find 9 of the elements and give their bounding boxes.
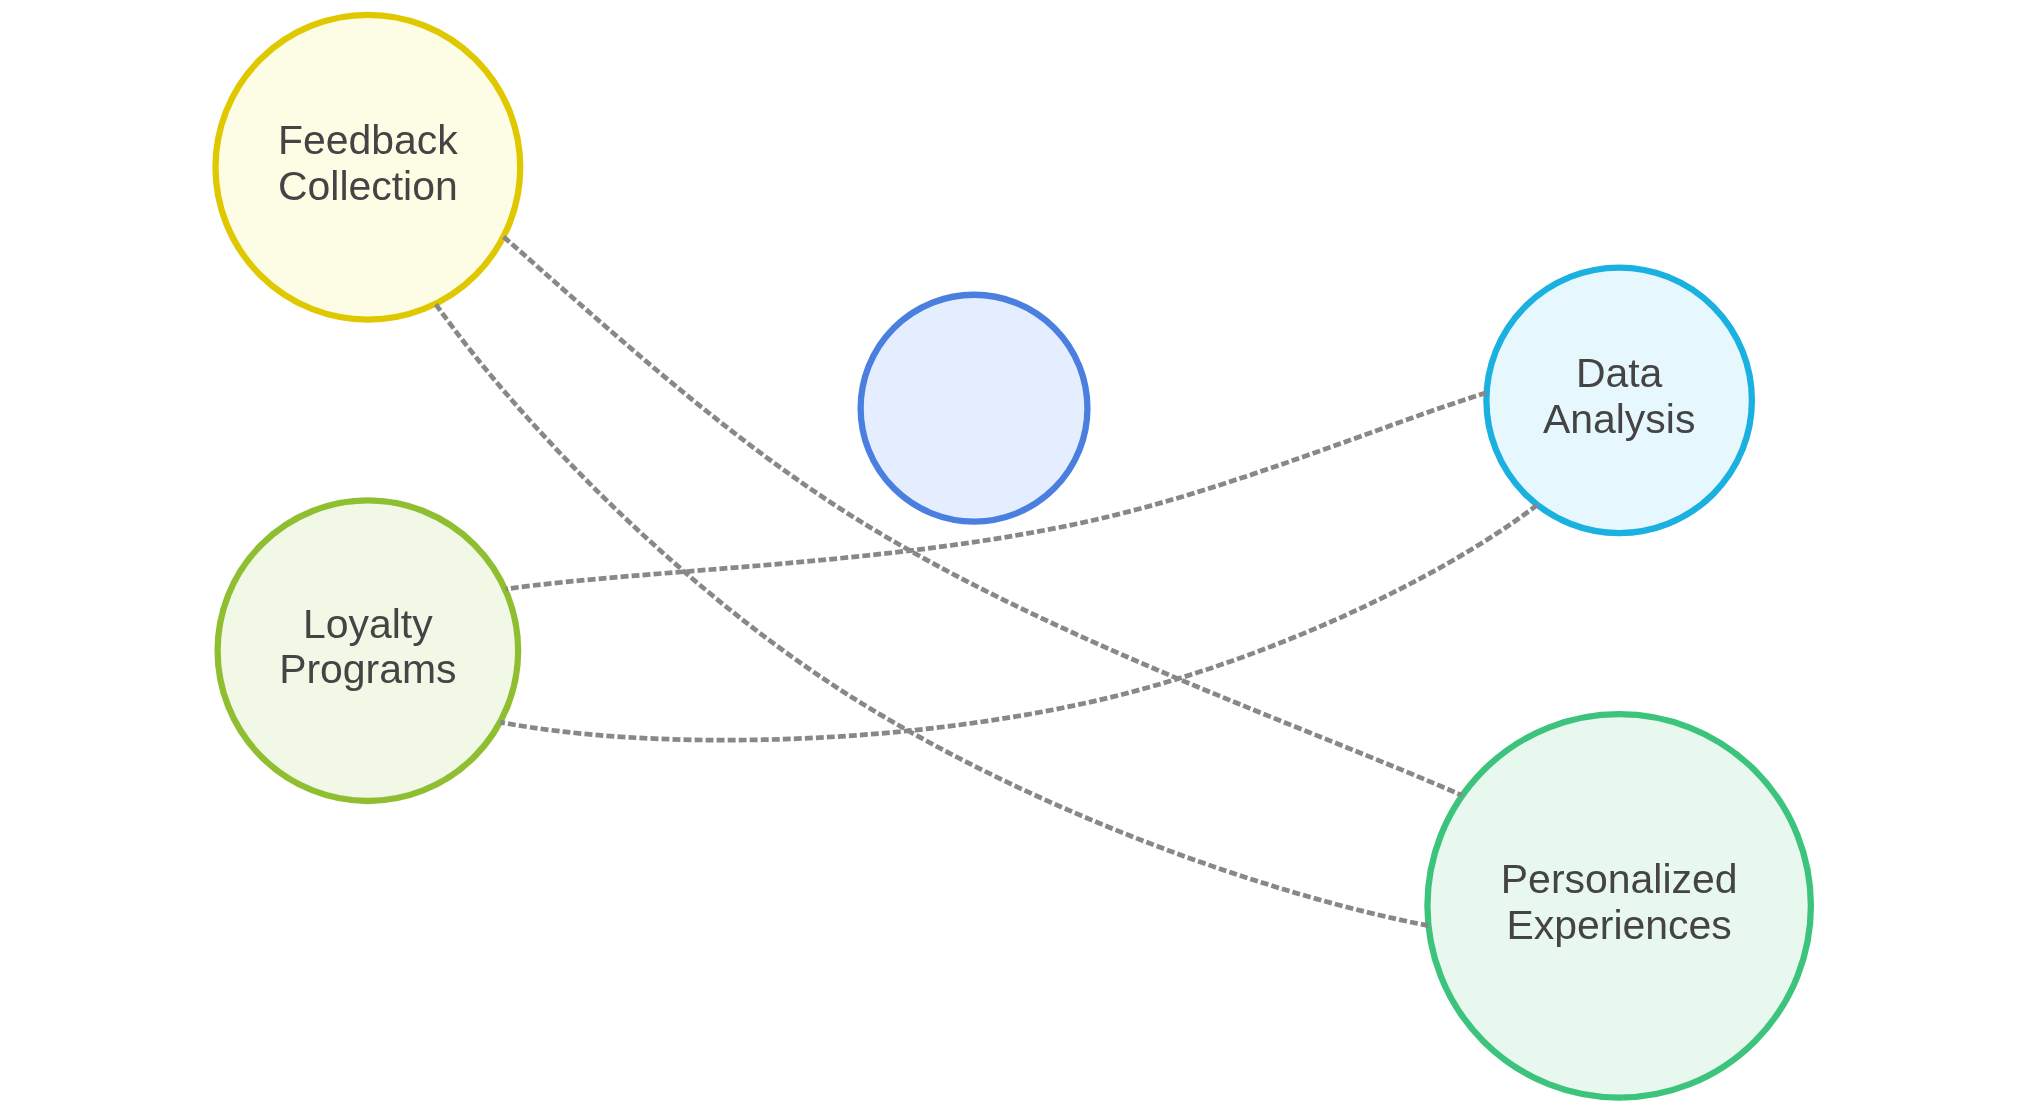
node-circle: Loyalty Programs (213, 497, 521, 805)
node-circle: Data Analysis (1482, 264, 1755, 537)
node-circle: Personalized Experiences (1423, 710, 1814, 1101)
connector (433, 302, 1429, 928)
connector (499, 503, 1539, 743)
connector (504, 390, 1487, 592)
node-circle (857, 291, 1091, 525)
node-circle: Feedback Collection (211, 11, 523, 323)
connector (501, 235, 1463, 798)
